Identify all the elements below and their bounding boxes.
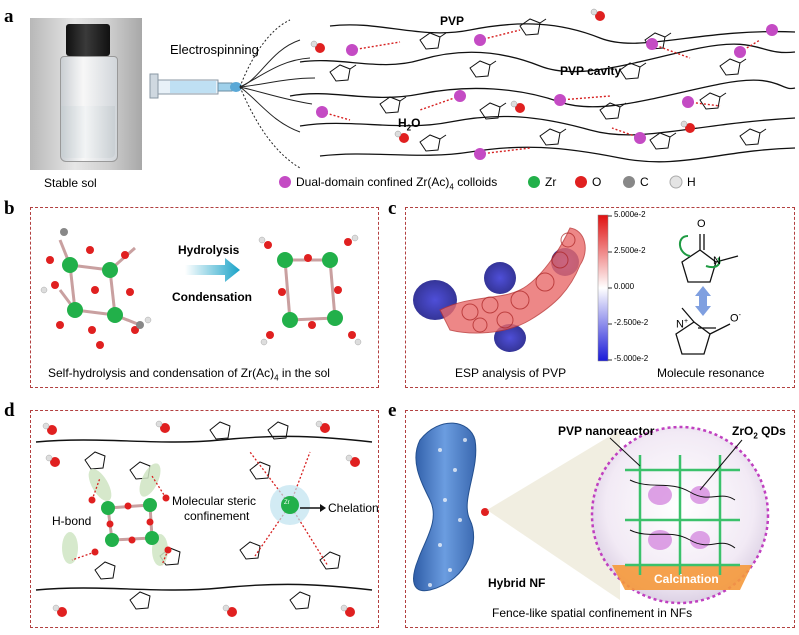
panel-d-letter: d — [4, 400, 15, 421]
pvp-cavity-label: PVP cavity — [560, 64, 622, 78]
colorbar-ticks — [608, 215, 612, 361]
vial-photo — [30, 18, 142, 170]
vial-liquid — [61, 106, 115, 158]
legend-colloid-tail: colloids — [453, 175, 498, 189]
chelation-label: Chelation — [328, 501, 379, 515]
resonance-o-bottom: O- — [730, 312, 741, 325]
legend-colloid-sub: 4 — [449, 182, 454, 192]
legend-spheres — [279, 175, 683, 189]
syringe-icon — [149, 73, 242, 99]
panel-a-letter: a — [4, 6, 14, 27]
panel-b-caption: Self-hydrolysis and condensation of Zr(A… — [48, 366, 330, 382]
steric-label-line1: Molecular steric — [172, 494, 257, 508]
zr-ion — [281, 496, 299, 514]
d-water-molecules — [42, 420, 360, 617]
panel-b-caption-tail: in the sol — [278, 366, 330, 380]
zro2-tail: QDs — [757, 424, 786, 438]
colorbar-tick-3: -2.500e-2 — [614, 318, 649, 327]
panel-e-frame — [405, 410, 795, 628]
zro2-label: ZrO2 QDs — [732, 424, 786, 440]
zoom-cone — [487, 430, 620, 600]
h2o-label: H2O — [398, 116, 420, 132]
panel-b-frame — [30, 207, 379, 388]
pvp-nanoreactor-label: PVP nanoreactor — [558, 424, 655, 438]
resonance-curl-arrow — [679, 235, 691, 257]
hybrid-nanofiber — [413, 422, 477, 592]
pvp-chains — [289, 23, 796, 163]
colorbar-tick-0: 5.000e-2 — [614, 210, 646, 219]
h2o-o: O — [411, 116, 421, 130]
esp-molecule — [413, 227, 586, 352]
vial-cap — [66, 24, 110, 56]
h2o-sub: 2 — [406, 123, 412, 133]
panel-e-letter: e — [388, 400, 397, 421]
colorbar-tick-4: -5.000e-2 — [614, 354, 649, 363]
hbond-halos — [62, 463, 168, 566]
zro2-pointer — [699, 439, 743, 491]
pvp-rings — [329, 18, 767, 152]
legend-colloid-label: Dual-domain confined Zr(Ac)4 colloids — [296, 175, 497, 191]
electrospinning-label: Electrospinning — [170, 42, 259, 57]
esp-caption: ESP analysis of PVP — [455, 366, 567, 380]
panel-c-frame — [405, 207, 795, 388]
water-molecules — [310, 8, 695, 143]
pvp-strands-e — [629, 479, 736, 549]
pvp-chain-lines-d — [35, 435, 373, 591]
zro2-qds — [648, 485, 710, 550]
condensation-label: Condensation — [172, 290, 252, 304]
zro2-main: ZrO — [732, 424, 754, 438]
resonance-n-bottom: N+ — [676, 318, 689, 331]
resonance-n-top: N — [713, 255, 721, 267]
legend-o-label: O — [592, 175, 602, 189]
panel-b-caption-sub: 4 — [274, 373, 279, 383]
calcination-label: Calcination — [654, 572, 719, 586]
stable-sol-label: Stable sol — [44, 176, 97, 190]
legend-h-label: H — [687, 175, 696, 189]
steric-label-line2: confinement — [184, 509, 250, 523]
colorbar-tick-2: 0.000 — [614, 282, 635, 291]
colloid-spheres — [316, 24, 778, 160]
fence-grid — [625, 455, 740, 575]
calcination-base — [612, 565, 752, 590]
pvp-nanoreactor-pointer — [609, 437, 641, 467]
legend-zr-label: Zr — [545, 175, 557, 189]
zr-ion-label: Zr — [284, 500, 290, 506]
cluster-atoms-right — [258, 234, 362, 346]
cluster-atoms-left — [40, 228, 152, 349]
nanofiber-dots — [428, 438, 467, 587]
panel-b-letter: b — [4, 198, 15, 219]
chelation-arrow — [300, 504, 326, 512]
hydrolysis-label: Hydrolysis — [178, 243, 240, 257]
panel-c-letter: c — [388, 198, 397, 219]
zoom-point — [481, 508, 489, 516]
resonance-structures — [675, 234, 739, 355]
zro2-sub: 2 — [753, 431, 758, 441]
resonance-double-arrow — [695, 286, 711, 316]
resonance-curl-arrow-2 — [705, 257, 721, 268]
h2o-h: H — [398, 116, 407, 130]
spray-lines — [239, 19, 316, 169]
legend-c-label: C — [640, 175, 649, 189]
pvp-label: PVP — [440, 14, 465, 28]
colorbar-tick-1: 2.500e-2 — [614, 246, 646, 255]
resonance-o-top: O — [697, 218, 706, 230]
panel-b-caption-text: Self-hydrolysis and condensation of Zr(A… — [48, 366, 275, 380]
legend-colloid-text: Dual-domain confined Zr(Ac) — [296, 175, 450, 189]
panel-e-caption: Fence-like spatial confinement in NFs — [492, 606, 693, 620]
hydrolysis-arrow — [185, 258, 240, 282]
panel-d-frame — [30, 410, 379, 628]
h-bond-label: H-bond — [52, 514, 92, 528]
hybrid-nf-label: Hybrid NF — [488, 576, 546, 590]
resonance-caption: Molecule resonance — [657, 366, 765, 380]
